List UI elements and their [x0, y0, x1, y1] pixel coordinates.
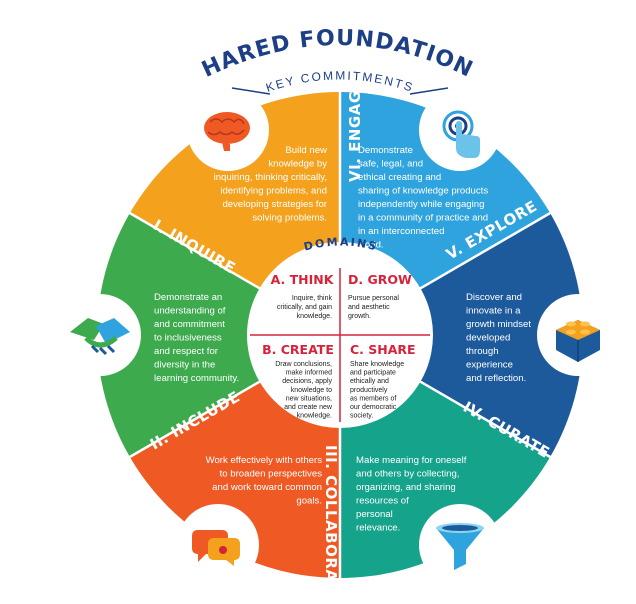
text-line: productively — [350, 387, 388, 394]
text-line: ethical creating and — [358, 172, 441, 183]
include-description: Demonstrate an understanding of and commit… — [154, 292, 239, 384]
funnel-icon — [419, 504, 501, 586]
text-line: Discover and — [466, 292, 522, 303]
speech-bubbles-icon — [177, 504, 259, 586]
text-line: Build new — [285, 145, 327, 156]
engage-label: VI. ENGAGE — [346, 80, 364, 182]
text-line: Draw conclusions, — [275, 361, 332, 368]
text-line: organizing, and sharing — [356, 482, 456, 493]
text-line: understanding of — [154, 306, 226, 317]
text-line: learning community. — [154, 373, 239, 384]
domain-share-title: C. SHARE — [350, 342, 416, 357]
text-line: to broaden perspectives — [220, 469, 323, 480]
text-line: developing strategies for — [222, 199, 327, 210]
text-line: make informed — [286, 370, 332, 377]
text-line: and work toward common — [212, 482, 322, 493]
text-line: Demonstrate an — [154, 292, 222, 303]
text-line: independently while engaging — [358, 199, 484, 210]
segment-explore — [340, 213, 583, 457]
subtitle-rule-left — [231, 87, 271, 95]
handshake-icon — [59, 294, 141, 376]
text-line: inquiring, thinking critically, — [214, 172, 327, 183]
text-line: in a community of practice and — [358, 213, 488, 224]
text-line: and create new — [284, 404, 333, 411]
text-line: new situations, — [286, 395, 332, 402]
text-line: knowledge to — [291, 387, 332, 394]
text-line: growth mindset — [466, 319, 531, 330]
subtitle-rule-right — [409, 87, 449, 95]
text-line: decisions, apply — [282, 378, 332, 385]
text-line: innovate in a — [466, 306, 521, 317]
inquire-description: Build new knowledge by inquiring, thinking… — [214, 145, 328, 224]
text-line: to inclusiveness — [154, 333, 222, 344]
text-line: resources of — [356, 496, 409, 507]
domain-think-text: Inquire, think critically, and gain knowle… — [277, 295, 333, 320]
segment-include — [97, 213, 340, 457]
domain-grow-title: D. GROW — [348, 272, 412, 287]
explore-description: Discover and innovate in a growth mindset d… — [466, 292, 531, 384]
text-line: ethically and — [350, 378, 389, 385]
domain-grow-text: Pursue personal and aesthetic growth. — [348, 295, 399, 320]
text-line: as members of — [350, 395, 396, 402]
text-line: sharing of knowledge products — [358, 186, 488, 197]
brain-icon — [187, 89, 269, 171]
text-line: and participate — [350, 370, 396, 377]
text-line: our democratic — [350, 404, 397, 411]
text-line: through — [466, 346, 499, 357]
text-line: identifying problems, and — [220, 186, 327, 197]
text-line: Make meaning for oneself — [356, 455, 467, 466]
text-line: and commitment — [154, 319, 225, 330]
collaborate-description: Work effectively with others to broaden p… — [206, 455, 323, 507]
text-line: and others by collecting, — [356, 469, 459, 480]
text-line: Work effectively with others — [206, 455, 323, 466]
collaborate-label: III. COLLABORATE — [322, 445, 340, 602]
text-line: and aesthetic — [348, 304, 390, 311]
engage-description: Demonstrate safe, legal, and ethical creat… — [357, 145, 488, 251]
text-line: developed — [466, 333, 510, 344]
text-line: world. — [357, 240, 384, 251]
text-line: in an interconnected — [358, 226, 444, 237]
text-line: Demonstrate — [358, 145, 413, 156]
text-line: diversity in the — [154, 360, 215, 371]
text-line: growth. — [348, 313, 371, 320]
text-line: Inquire, think — [292, 295, 333, 302]
text-line: experience — [466, 360, 513, 371]
text-line: and reflection. — [466, 373, 526, 384]
domain-think-title: A. THINK — [271, 272, 335, 287]
text-line: society. — [350, 413, 373, 420]
text-line: goals. — [296, 496, 322, 507]
domain-create-title: B. CREATE — [262, 342, 334, 357]
touch-icon — [419, 89, 501, 171]
building-block-icon — [537, 294, 619, 376]
text-line: safe, legal, and — [358, 159, 423, 170]
text-line: personal — [356, 509, 393, 520]
curate-description: Make meaning for oneself and others by co… — [356, 455, 467, 534]
diagram-title: SHARED FOUNDATIONS — [0, 0, 477, 83]
text-line: solving problems. — [252, 213, 327, 224]
text-line: relevance. — [356, 523, 400, 534]
text-line: knowledge by — [268, 159, 327, 170]
text-line: and respect for — [154, 346, 219, 357]
text-line: Pursue personal — [348, 295, 399, 302]
domains-label: DOMAINS — [303, 235, 380, 253]
text-line: knowledge. — [297, 413, 332, 420]
text-line: knowledge. — [297, 313, 332, 320]
text-line: Share knowledge — [350, 361, 404, 368]
text-line: critically, and gain — [277, 304, 332, 311]
